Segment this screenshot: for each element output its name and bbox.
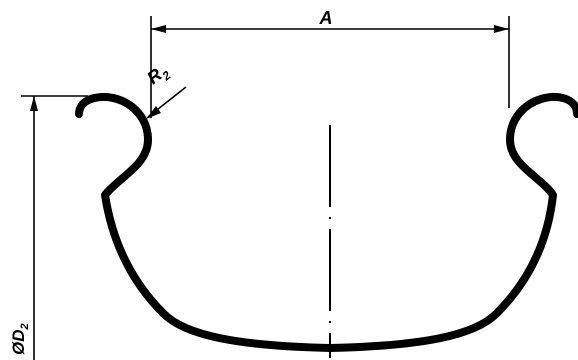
radius-r2-label: R2 <box>143 60 174 91</box>
profile-outline <box>75 92 578 352</box>
radius-r2-arrow <box>146 106 161 119</box>
dimension-a-arrow-right <box>494 25 509 33</box>
dimension-a-arrow-left <box>151 25 166 33</box>
diameter-d2-arrow-top <box>30 96 38 111</box>
dimension-a-label: A <box>319 8 333 28</box>
diameter-d2-label: ØD2 <box>9 323 31 355</box>
